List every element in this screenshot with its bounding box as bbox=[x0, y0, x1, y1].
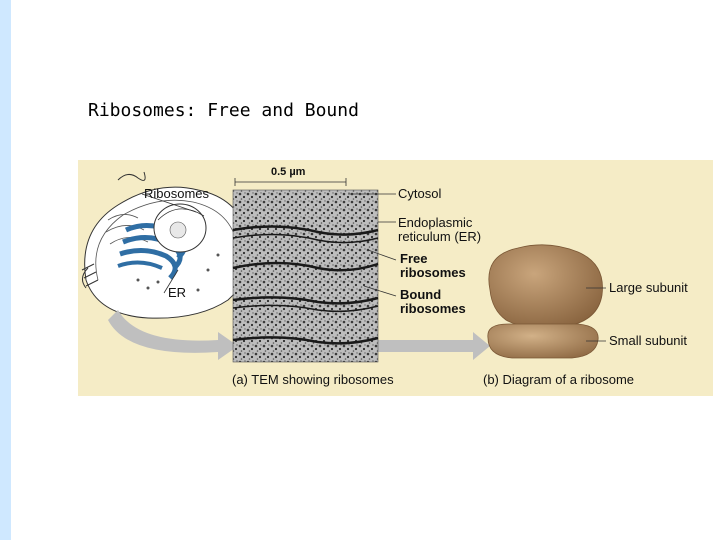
cell-ribosomes-label: Ribosomes bbox=[144, 186, 210, 201]
large-subunit-shape bbox=[488, 244, 603, 329]
tem-caption: (a) TEM showing ribosomes bbox=[232, 372, 394, 387]
small-subunit-label: Small subunit bbox=[609, 333, 688, 348]
ribosome-figure: 0.5 µm Ribosomes ER Cytosol Endoplasmic … bbox=[78, 160, 713, 396]
bound-ribosomes-line2: ribosomes bbox=[400, 301, 466, 316]
free-ribosomes-line1: Free bbox=[400, 251, 428, 266]
bound-ribosomes-line1: Bound bbox=[400, 287, 442, 302]
figure-drawing bbox=[81, 171, 606, 363]
arrow-cell-to-tem bbox=[108, 310, 238, 360]
cell-er-label: ER bbox=[168, 285, 187, 300]
slide-title: Ribosomes: Free and Bound bbox=[88, 100, 359, 121]
er-leader bbox=[163, 269, 179, 294]
cytosol-label: Cytosol bbox=[398, 186, 442, 201]
small-subunit-shape bbox=[487, 323, 599, 359]
scale-label: 0.5 µm bbox=[271, 166, 306, 178]
tem-micrograph bbox=[232, 189, 379, 363]
large-subunit-label: Large subunit bbox=[609, 280, 688, 295]
left-accent-bar bbox=[0, 0, 11, 540]
er-label-line1: Endoplasmic bbox=[398, 215, 473, 230]
arrow-tem-to-diagram bbox=[378, 332, 490, 360]
tem-leaders bbox=[348, 193, 397, 297]
cell-illustration bbox=[81, 171, 251, 319]
free-ribosomes-line2: ribosomes bbox=[400, 265, 466, 280]
ribosomes-leader bbox=[141, 193, 197, 213]
diagram-caption: (b) Diagram of a ribosome bbox=[483, 372, 634, 387]
ribosome-diagram bbox=[487, 244, 606, 359]
er-label-line2: reticulum (ER) bbox=[398, 229, 482, 244]
